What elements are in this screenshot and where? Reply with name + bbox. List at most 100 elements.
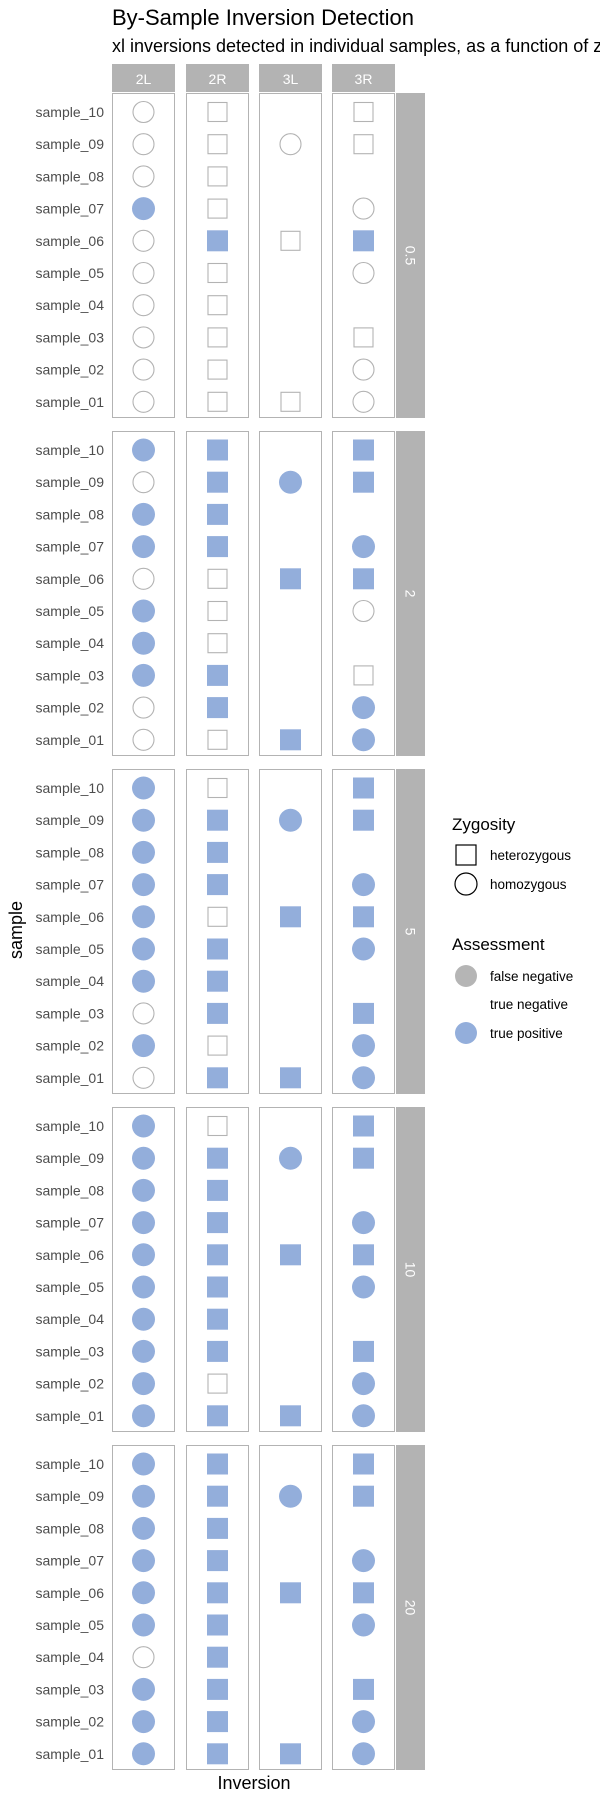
point-3L-sample_06-true-positive (280, 1582, 301, 1604)
point-2L-sample_09-true-negative (132, 133, 155, 156)
point-2L-sample_05-true-negative (132, 261, 155, 285)
sample-tick-label: sample_03 (36, 1005, 105, 1021)
point-2R-sample_06-true-negative (207, 906, 228, 927)
sample-tick-label: sample_05 (36, 941, 105, 957)
facet-panel-5: 5sample_10sample_09sample_08sample_07sam… (36, 769, 425, 1094)
point-3L-sample_09-true-negative (279, 133, 302, 156)
point-2R-sample_04-true-negative (207, 633, 228, 654)
sample-tick-label: sample_04 (36, 297, 105, 313)
point-2L-sample_02-true-positive (132, 1710, 155, 1734)
point-2L-sample_06-true-positive (132, 1243, 155, 1267)
point-3R-sample_10-true-positive (353, 1453, 374, 1475)
legend-false-negative-label: false negative (490, 969, 573, 984)
panel-frame-3R (332, 93, 395, 418)
sample-tick-label: sample_01 (36, 732, 105, 748)
point-2L-sample_07-true-positive (132, 1549, 155, 1573)
point-3R-sample_07-true-positive (352, 873, 375, 897)
point-3L-sample_09-true-positive (279, 1146, 302, 1170)
point-3L-sample_01-true-positive (280, 1405, 301, 1427)
point-2R-sample_10-true-positive (207, 439, 228, 461)
point-3R-sample_06-true-positive (353, 1582, 374, 1604)
column-strip-2L (112, 64, 175, 92)
point-3R-sample_02-true-negative (352, 358, 375, 381)
facet-label: 5 (403, 928, 419, 936)
sample-tick-label: sample_03 (36, 1681, 105, 1697)
point-2L-sample_09-true-negative (132, 471, 155, 494)
point-2L-sample_05-true-positive (132, 937, 155, 961)
point-2R-sample_08-true-positive (207, 1179, 228, 1201)
point-3R-sample_03-true-positive (353, 1002, 374, 1024)
column-strip-3L (259, 64, 322, 92)
point-2L-sample_02-true-negative (132, 358, 155, 381)
sample-tick-label: sample_07 (36, 1215, 105, 1231)
point-3R-sample_07-true-positive (352, 1211, 375, 1235)
facet-panel-20: 20sample_10sample_09sample_08sample_07sa… (36, 1445, 425, 1770)
point-3R-sample_05-true-negative (352, 261, 375, 285)
facet-panel-10: 10sample_10sample_09sample_08sample_07sa… (36, 1107, 425, 1432)
sample-tick-label: sample_04 (36, 635, 105, 651)
point-3R-sample_03-true-negative (353, 327, 374, 348)
point-2L-sample_05-true-positive (132, 1275, 155, 1299)
point-3R-sample_10-true-positive (353, 439, 374, 461)
point-2L-sample_07-true-positive (132, 535, 155, 559)
sample-tick-label: sample_09 (36, 1150, 105, 1166)
point-2L-sample_02-true-positive (132, 1372, 155, 1396)
point-2R-sample_07-true-positive (207, 536, 228, 558)
point-2L-sample_10-true-positive (132, 776, 155, 800)
point-2R-sample_07-true-positive (207, 1550, 228, 1572)
chart-subtitle: xl inversions detected in individual sam… (112, 36, 600, 56)
point-3R-sample_05-true-positive (352, 1275, 375, 1299)
point-2L-sample_08-true-positive (132, 502, 155, 526)
legend-homozygous-key (454, 872, 478, 896)
point-2L-sample_06-true-positive (132, 1581, 155, 1605)
point-2R-sample_06-true-positive (207, 230, 228, 252)
sample-tick-label: sample_03 (36, 329, 105, 345)
legend-true-positive-key (455, 1022, 477, 1044)
point-2L-sample_04-true-positive (132, 631, 155, 655)
point-2R-sample_02-true-positive (207, 1711, 228, 1733)
sample-tick-label: sample_02 (36, 1376, 105, 1392)
point-2R-sample_09-true-positive (207, 471, 228, 493)
sample-tick-label: sample_01 (36, 1746, 105, 1762)
sample-tick-label: sample_03 (36, 667, 105, 683)
point-2L-sample_04-true-negative (132, 1646, 155, 1669)
point-2R-sample_02-true-negative (207, 359, 228, 380)
sample-tick-label: sample_05 (36, 1617, 105, 1633)
point-2R-sample_07-true-positive (207, 874, 228, 896)
point-2L-sample_04-true-positive (132, 969, 155, 993)
sample-tick-label: sample_04 (36, 1649, 105, 1665)
point-3L-sample_01-true-positive (280, 729, 301, 751)
sample-tick-label: sample_06 (36, 1247, 105, 1263)
point-2L-sample_01-true-negative (132, 1066, 155, 1089)
point-3R-sample_09-true-positive (353, 1147, 374, 1169)
point-3R-sample_10-true-negative (353, 101, 374, 123)
point-3R-sample_02-true-positive (352, 696, 375, 720)
column-label-3R: 3R (355, 71, 373, 87)
facet-strip-20 (396, 1445, 425, 1770)
point-2R-sample_03-true-positive (207, 1340, 228, 1362)
point-2R-sample_05-true-negative (207, 600, 228, 622)
legend-homozygous-label: homozygous (490, 877, 567, 892)
sample-tick-label: sample_09 (36, 812, 105, 828)
point-3R-sample_03-true-positive (353, 1340, 374, 1362)
point-2R-sample_04-true-positive (207, 1646, 228, 1668)
sample-tick-label: sample_08 (36, 1182, 105, 1198)
sample-tick-label: sample_07 (36, 877, 105, 893)
point-2R-sample_05-true-positive (207, 938, 228, 960)
sample-tick-label: sample_06 (36, 571, 105, 587)
legend-assessment-title: Assessment (452, 935, 545, 954)
point-2L-sample_08-true-negative (132, 165, 155, 188)
point-2R-sample_09-true-negative (207, 134, 228, 155)
facet-label: 10 (403, 1262, 419, 1278)
sample-tick-label: sample_01 (36, 394, 105, 410)
sample-tick-label: sample_02 (36, 700, 105, 716)
legend-zygosity-title: Zygosity (452, 815, 516, 834)
point-2R-sample_03-true-negative (207, 327, 228, 348)
point-3R-sample_06-true-positive (353, 906, 374, 928)
sample-tick-label: sample_05 (36, 603, 105, 619)
point-3L-sample_06-true-positive (280, 568, 301, 590)
sample-tick-label: sample_03 (36, 1343, 105, 1359)
point-2R-sample_06-true-positive (207, 1582, 228, 1604)
point-3R-sample_06-true-positive (353, 1244, 374, 1266)
